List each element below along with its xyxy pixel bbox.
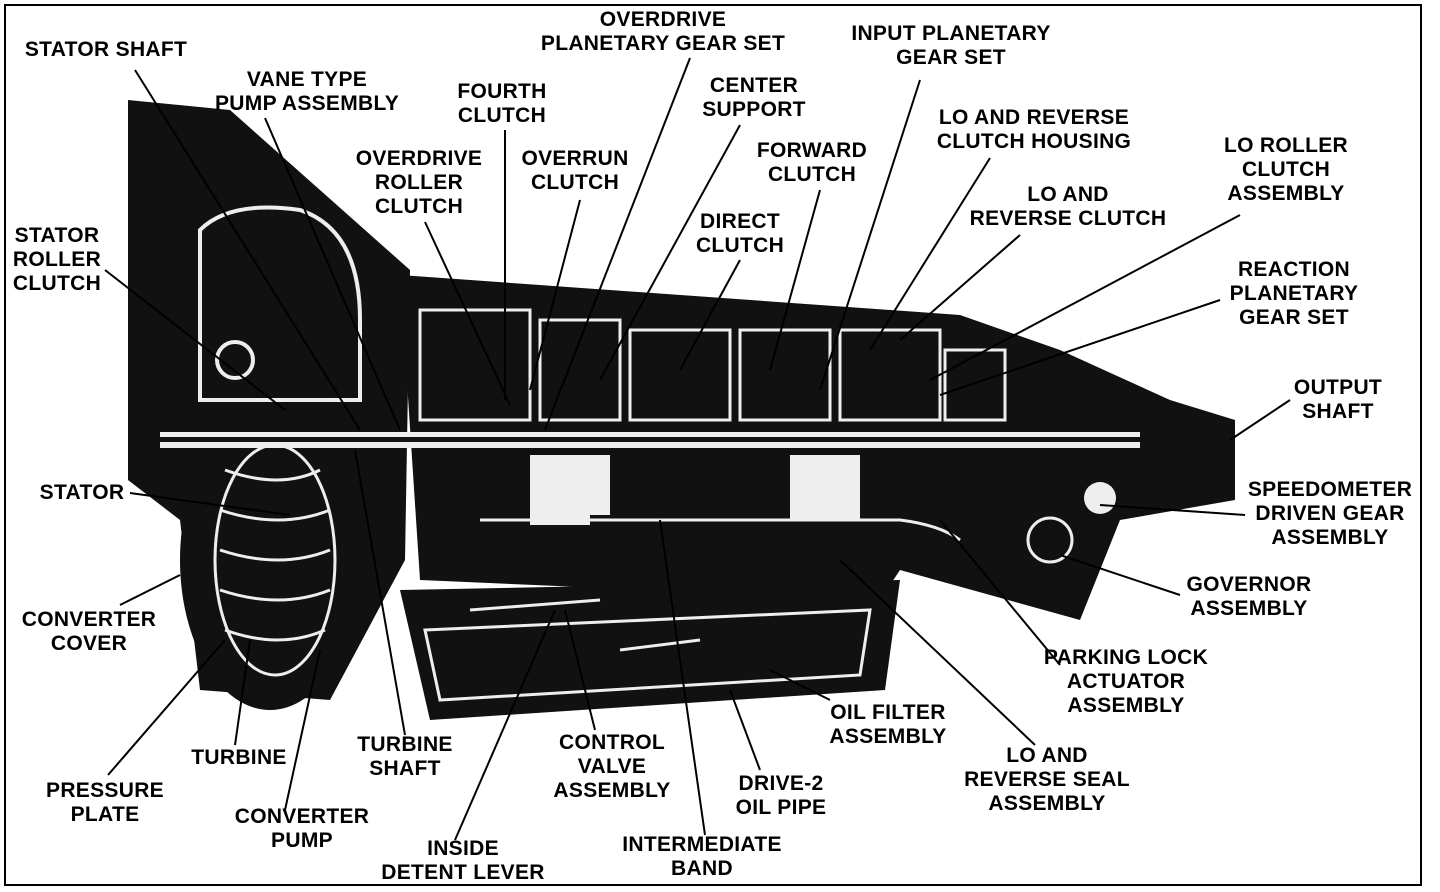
- main-shaft-core: [160, 437, 1140, 442]
- clutch-packs: [418, 308, 1007, 422]
- leader-lines: [104, 57, 1291, 841]
- governor-body: [1026, 516, 1074, 564]
- pump-body: [198, 205, 362, 402]
- band-and-valve: [469, 518, 961, 652]
- oil-pan-inner: [423, 608, 872, 702]
- label-stator-shaft: STATOR SHAFT: [24, 38, 188, 61]
- drums: [530, 455, 860, 525]
- diagram-frame: [4, 4, 1422, 886]
- converter-fins: [219, 468, 331, 642]
- label-stator: STATOR: [39, 481, 125, 504]
- stator-roller-ring: [215, 340, 255, 380]
- speedometer-gear-body: [1084, 482, 1116, 514]
- label-turbine: TURBINE: [191, 746, 287, 769]
- output-extension: [1180, 420, 1235, 495]
